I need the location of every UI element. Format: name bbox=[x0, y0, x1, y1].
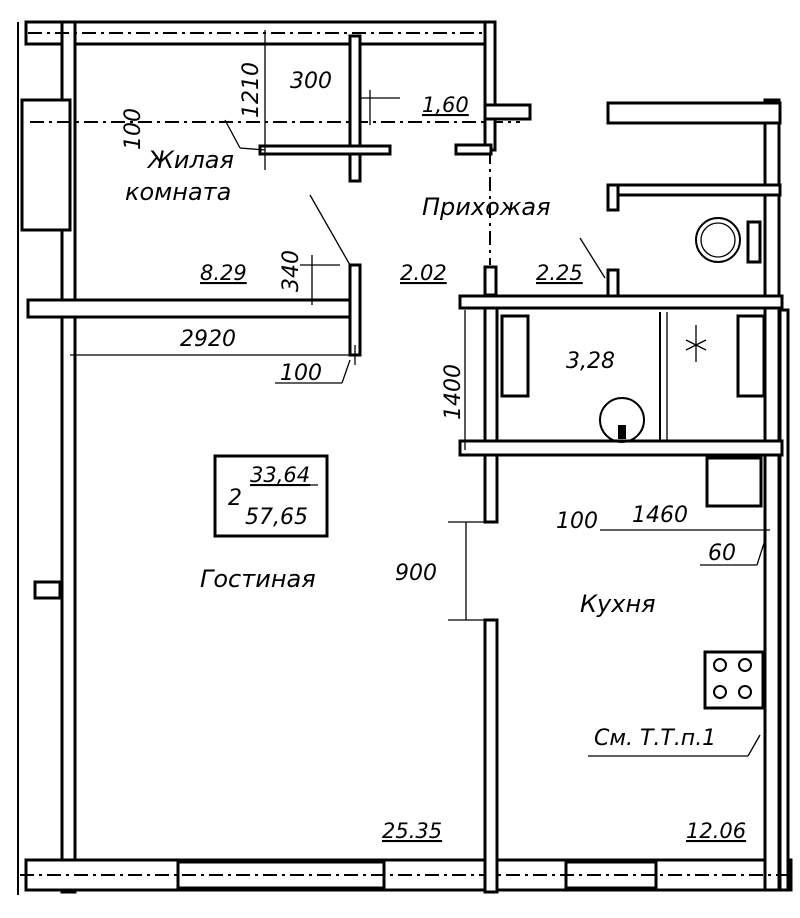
kitchen-note: См. Т.Т.п.1 bbox=[594, 726, 716, 751]
summary-total-area: 57,65 bbox=[245, 505, 308, 530]
outer-walls bbox=[17, 20, 793, 895]
area-bathroom: 3,28 bbox=[566, 349, 615, 374]
room-label-kitchen: Кухня bbox=[580, 590, 656, 618]
dim-100-top: 100 bbox=[121, 108, 146, 150]
summary-living-area: 33,64 bbox=[250, 463, 310, 487]
area-bedroom: 8.29 bbox=[200, 261, 247, 285]
area-hall-left: 2.02 bbox=[400, 261, 447, 285]
dim-1210: 1210 bbox=[239, 62, 264, 118]
area-hall-right: 2.25 bbox=[536, 261, 583, 285]
dim-900: 900 bbox=[395, 561, 437, 586]
area-living: 25.35 bbox=[382, 819, 442, 843]
room-label-living: Гостиная bbox=[200, 565, 316, 593]
summary-rooms-count: 2 bbox=[228, 486, 242, 511]
dim-60: 60 bbox=[708, 541, 736, 566]
windows bbox=[20, 32, 795, 890]
dim-100-mid: 100 bbox=[280, 361, 322, 386]
summary-box bbox=[213, 454, 329, 538]
room-label-bedroom: Жилая bbox=[146, 146, 234, 174]
dim-1400: 1400 bbox=[441, 364, 466, 420]
fixtures bbox=[213, 217, 766, 710]
stove-icon bbox=[703, 650, 765, 710]
area-closet: 1,60 bbox=[422, 93, 469, 117]
labels: Жилая комната Прихожая Гостиная Кухня 8.… bbox=[121, 62, 746, 843]
shower-drain-icon bbox=[685, 325, 707, 362]
dimension-lines bbox=[70, 30, 770, 757]
kitchen-sink-icon bbox=[705, 456, 763, 508]
interior-walls bbox=[26, 20, 784, 894]
dim-300: 300 bbox=[290, 69, 332, 94]
room-label-hall: Прихожая bbox=[422, 193, 551, 221]
sink-icon bbox=[599, 397, 645, 443]
room-label-bedroom-2: комната bbox=[125, 178, 231, 206]
toilet-icon bbox=[695, 217, 762, 264]
dim-1460: 1460 bbox=[632, 503, 688, 528]
dim-340: 340 bbox=[279, 250, 304, 292]
dim-100-kitchen: 100 bbox=[556, 509, 598, 534]
radiator-icon bbox=[500, 314, 766, 398]
dim-2920: 2920 bbox=[180, 327, 236, 352]
area-kitchen: 12.06 bbox=[686, 819, 746, 843]
